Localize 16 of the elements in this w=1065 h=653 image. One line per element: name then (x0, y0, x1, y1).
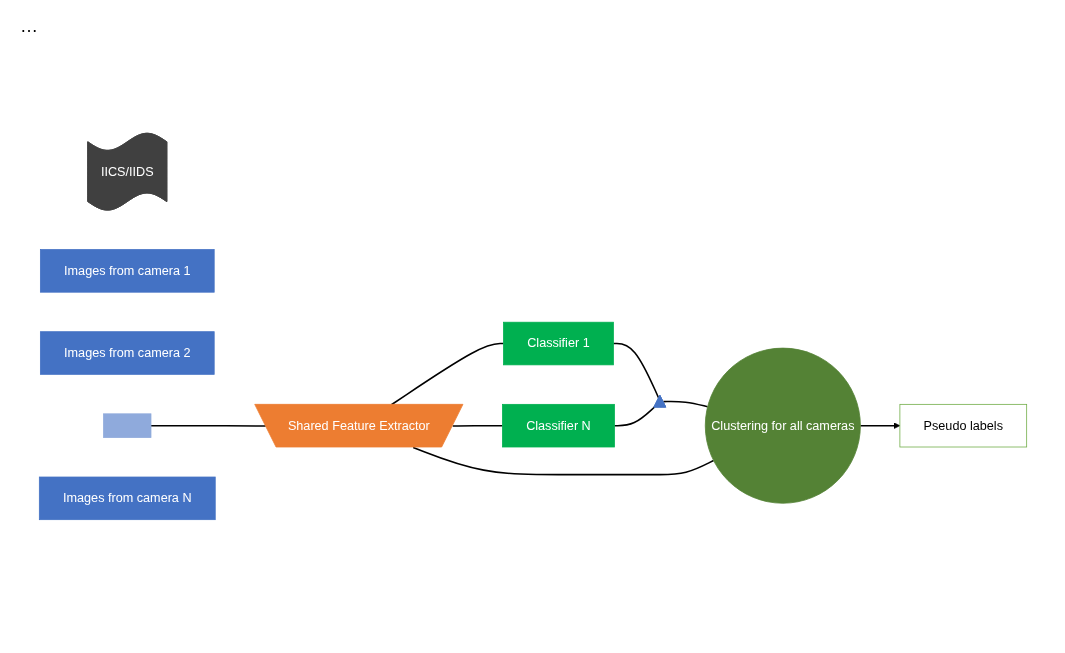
node-box: Classifier N (501, 403, 615, 448)
connector (612, 342, 660, 400)
node-box (102, 413, 151, 438)
connector (390, 342, 504, 406)
connector (661, 400, 708, 408)
node-box: Classifier 1 (502, 321, 614, 366)
node-box: Pseudo labels (899, 403, 1027, 448)
connector (613, 406, 655, 427)
connector (451, 424, 503, 427)
node-box: Images from camera 1 (39, 249, 215, 293)
node-box: Images from camera 2 (39, 331, 215, 375)
ellipsis-note: … (20, 16, 38, 36)
arrow (859, 422, 900, 430)
node-circle: Clustering for all cameras (704, 347, 861, 504)
connector (149, 424, 267, 427)
node-box: Images from camera N (38, 476, 216, 521)
